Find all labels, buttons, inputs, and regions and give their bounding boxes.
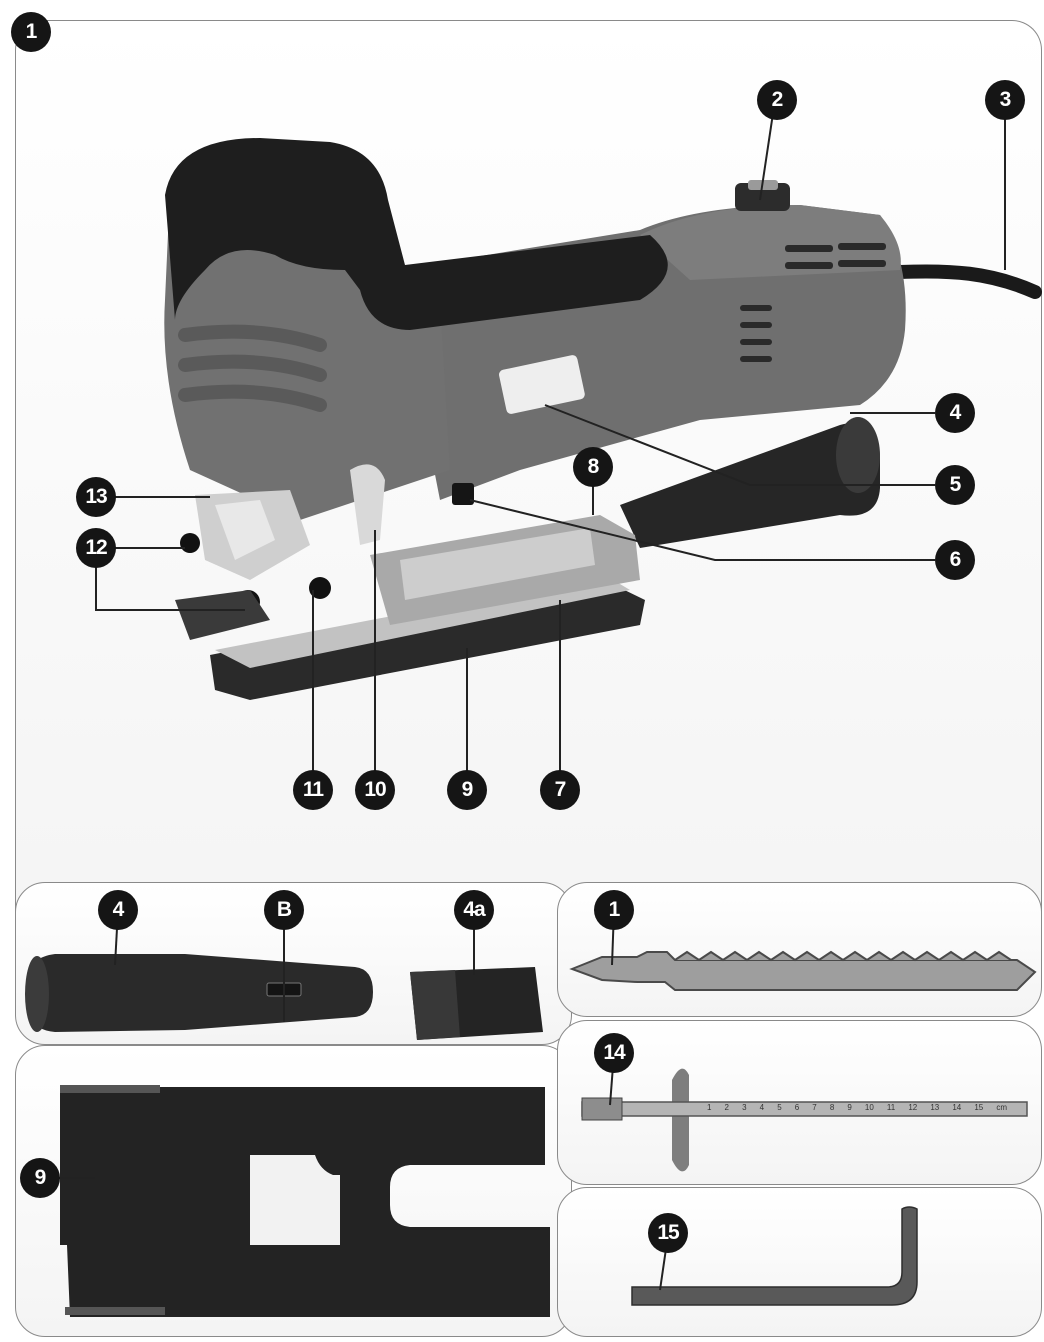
scale-tick: 12 bbox=[908, 1103, 918, 1112]
guide-scale: 1 2 3 4 5 6 7 8 9 10 11 12 13 14 15 cm bbox=[707, 1103, 1007, 1115]
knob-12-upper bbox=[180, 533, 200, 553]
allen-key-panel bbox=[557, 1187, 1042, 1337]
scale-tick: 7 bbox=[812, 1103, 817, 1112]
handle-grip bbox=[165, 138, 668, 330]
callout-8: 8 bbox=[573, 447, 613, 487]
allen-key bbox=[631, 1206, 918, 1306]
saw-blade bbox=[569, 951, 1037, 991]
scale-tick: cm bbox=[996, 1103, 1007, 1112]
callout-10: 10 bbox=[355, 770, 395, 810]
scale-tick: 4 bbox=[759, 1103, 765, 1112]
hose-callout-4: 4 bbox=[98, 890, 138, 930]
wrench-callout-15: 15 bbox=[648, 1213, 688, 1253]
scale-tick: 8 bbox=[829, 1103, 835, 1112]
callout-13: 13 bbox=[76, 477, 116, 517]
base-plate-illustration bbox=[60, 1085, 550, 1317]
scale-tick: 6 bbox=[794, 1103, 800, 1112]
scale-tick: 15 bbox=[974, 1103, 984, 1112]
adapter-callout-4a: 4a bbox=[454, 890, 494, 930]
hose-callout-b: B bbox=[264, 890, 304, 930]
scale-tick: 1 bbox=[707, 1103, 712, 1112]
laser-button bbox=[452, 483, 474, 505]
figure-number-badge: 1 bbox=[11, 12, 51, 52]
callout-4: 4 bbox=[935, 393, 975, 433]
guide-callout-14: 14 bbox=[594, 1033, 634, 1073]
scale-tick: 11 bbox=[886, 1103, 896, 1112]
dust-hose bbox=[27, 954, 373, 1032]
pendulum-lever bbox=[350, 464, 385, 545]
saw-blade-illustration bbox=[569, 950, 1037, 991]
callout-7: 7 bbox=[540, 770, 580, 810]
callout-9: 9 bbox=[447, 770, 487, 810]
scale-tick: 2 bbox=[724, 1103, 729, 1112]
scale-tick: 14 bbox=[952, 1103, 962, 1112]
on-off-switch bbox=[499, 355, 585, 414]
knob-11 bbox=[309, 577, 331, 599]
hose-adapter-illustration bbox=[25, 954, 543, 1040]
allen-key-illustration bbox=[631, 1206, 918, 1306]
blade-callout-1: 1 bbox=[594, 890, 634, 930]
callout-12-upper: 12 bbox=[76, 528, 116, 568]
scale-tick: 9 bbox=[847, 1103, 852, 1112]
power-cord bbox=[893, 264, 1042, 299]
jigsaw-illustration bbox=[164, 138, 1042, 700]
callout-2: 2 bbox=[757, 80, 797, 120]
callout-3: 3 bbox=[985, 80, 1025, 120]
scale-tick: 10 bbox=[864, 1103, 874, 1112]
ventilation-slots bbox=[740, 243, 886, 362]
hose-latch bbox=[266, 982, 302, 997]
scale-tick: 5 bbox=[777, 1103, 782, 1112]
callout-5: 5 bbox=[935, 465, 975, 505]
base-plate-window bbox=[250, 1155, 340, 1245]
scale-tick: 3 bbox=[742, 1103, 747, 1112]
guide-fence bbox=[672, 1068, 689, 1172]
callout-11: 11 bbox=[293, 770, 333, 810]
base-plate-callout-9: 9 bbox=[20, 1158, 60, 1198]
callout-6: 6 bbox=[935, 540, 975, 580]
saw-blade-panel bbox=[557, 882, 1042, 1017]
scale-tick: 13 bbox=[930, 1103, 940, 1112]
